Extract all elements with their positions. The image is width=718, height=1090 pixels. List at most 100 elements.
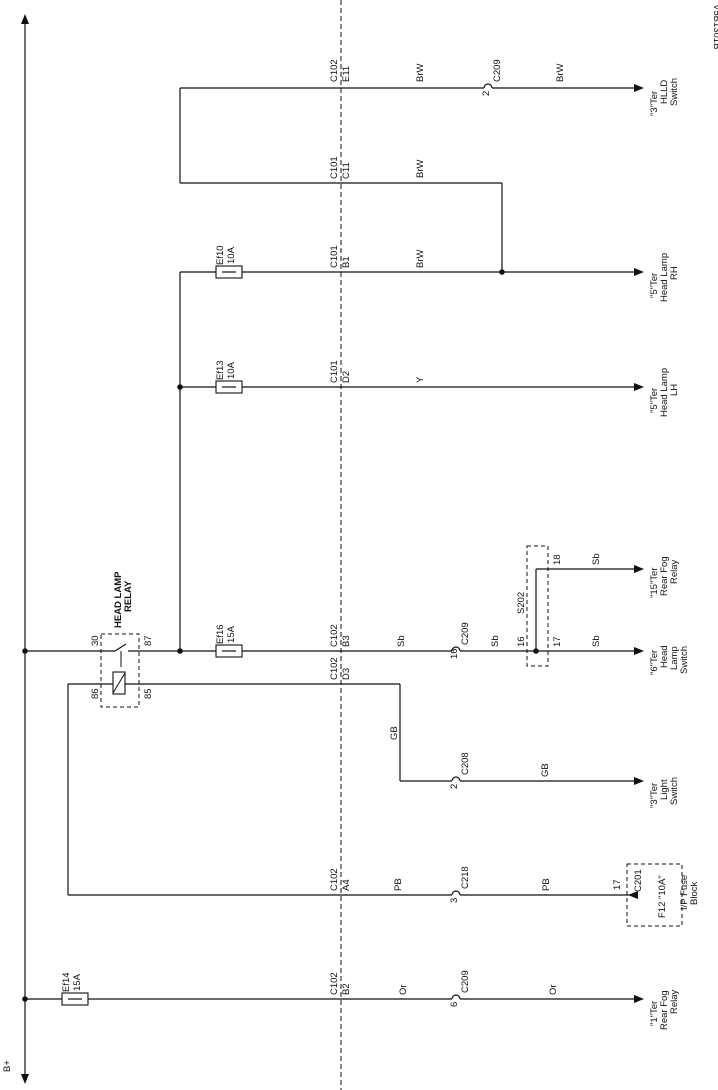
- conn-a: C102: [329, 624, 340, 647]
- circuit-rear-fog-15: 18 Sb "15"Ter Rear Fog Relay: [536, 553, 680, 598]
- splice-pin: 2: [481, 91, 492, 96]
- head-lamp-relay: HEAD LAMP RELAY 30 87 86 85: [90, 571, 154, 708]
- relay-pin-86: 86: [90, 688, 101, 699]
- dest-line2: Head Lamp: [659, 253, 670, 302]
- conn-a: C101: [329, 245, 340, 268]
- dest-line1: "3"Ter: [649, 783, 660, 808]
- dest-line2: Rear Fog: [659, 556, 670, 596]
- dest-line1: "6"Ter: [649, 650, 660, 675]
- wire-color: GB: [389, 726, 400, 740]
- wire-color-3: Sb: [591, 635, 602, 647]
- dest-line2: Head Lamp: [659, 368, 670, 417]
- wire-color-2: Sb: [490, 635, 501, 647]
- splice-conn: C209: [460, 970, 471, 993]
- circuit-hlld: C102 E11 BrW 2 C209 BrW "3"Ter HLLD Swit…: [179, 59, 680, 183]
- conn-b: E11: [341, 66, 352, 82]
- relay-pin-87: 87: [143, 635, 154, 646]
- splice-pin: 6: [449, 1002, 460, 1007]
- dest-line3: Switch: [669, 777, 680, 805]
- relay-pin-30: 30: [90, 635, 101, 646]
- relay-box: [100, 633, 140, 708]
- circuit-headlamp-switch: Ef16 15A C102 B3 Sb 16 C209 Sb S202 16 1…: [22, 545, 690, 675]
- conn-a: C102: [329, 59, 340, 82]
- conn-a: C102: [329, 868, 340, 891]
- conn-b: A4: [341, 879, 352, 891]
- relay-title-1: HEAD LAMP: [113, 571, 124, 628]
- splice-pin: 16: [449, 648, 460, 659]
- wire-color: BrW: [415, 160, 426, 179]
- s-pin-16: 16: [516, 636, 527, 647]
- circuit-headlamp-rh: Ef10 10A C101 B1 BrW "5"Ter Head Lamp RH: [179, 245, 680, 651]
- fuse-block-box: [626, 863, 683, 927]
- splice-conn: C209: [492, 59, 503, 82]
- conn-b: B3: [341, 635, 352, 647]
- dest-line2: Head: [659, 645, 670, 668]
- fuse-id: Ef14: [61, 972, 72, 992]
- wire-color: BrW: [415, 64, 426, 83]
- wire-color: Sb: [396, 635, 407, 647]
- wire-color-2: BrW: [555, 64, 566, 83]
- circuit-rear-fog-1: Ef14 15A C102 B2 Or 6 C209 Or "1"Ter Rea…: [22, 970, 680, 1030]
- dest-line1: I/P Fuse: [679, 875, 690, 910]
- splice-conn: C208: [460, 752, 471, 775]
- wire-color-2: Or: [548, 984, 559, 995]
- wire-color: Sb: [591, 553, 602, 565]
- relay-pin-85: 85: [143, 688, 154, 699]
- fuse-pin: 17: [612, 879, 623, 890]
- conn-b: D3: [341, 668, 352, 680]
- dest-line1: "5"Ter: [649, 273, 660, 298]
- dest-line1: "5"Ter: [649, 388, 660, 413]
- relay-title-2: RELAY: [123, 580, 134, 612]
- splice-pin: 2: [449, 784, 460, 789]
- dest-line1: "15"Ter: [649, 567, 660, 598]
- s-pin-18: 18: [552, 554, 563, 565]
- fuse-rating: 10A: [226, 246, 237, 264]
- conn-b: D2: [341, 371, 352, 383]
- dest-line2: HLLD: [659, 80, 670, 104]
- wire-color: BrW: [415, 250, 426, 269]
- conn-a: C102: [329, 657, 340, 680]
- fuse-conn: C201: [633, 869, 644, 892]
- wire-color: PB: [393, 878, 404, 891]
- circuit-ip-fuse: C102 A4 PB 3 C218 PB 17 C201 F12 "10A" I…: [67, 684, 700, 927]
- dest-line3: Switch: [669, 78, 680, 106]
- circuit-light-switch: 2 C208 GB "3"Ter Light Switch: [400, 752, 680, 808]
- dest-line4: Switch: [679, 646, 690, 674]
- fuse-id: Ef16: [215, 624, 226, 644]
- dest-line3: Relay: [669, 559, 680, 584]
- dest-line2: Block: [689, 882, 700, 905]
- circuit-headlamp-lh: Ef13 10A C101 D2 Y "5"Ter Head Lamp LH: [177, 360, 680, 417]
- splice-box: [526, 545, 549, 667]
- conn-a: C101: [329, 360, 340, 383]
- dest-line2: Light: [659, 779, 670, 800]
- dest-line1: "1"Ter: [649, 1001, 660, 1026]
- s-pin-17: 17: [552, 636, 563, 647]
- dest-line1: "3"Ter: [649, 91, 660, 116]
- circuit-relay-ground: C102 D3 GB: [68, 657, 401, 781]
- fuse-rating: 10A: [226, 361, 237, 379]
- conn-a: C102: [329, 972, 340, 995]
- fuse-rating: 15A: [72, 973, 83, 991]
- dest-line3: Lamp: [669, 646, 680, 670]
- dest-line2: Rear Fog: [659, 990, 670, 1030]
- splice-conn: C218: [460, 866, 471, 889]
- diagram-id: V5B1301B: [711, 4, 718, 49]
- fuse-id: Ef10: [215, 245, 226, 265]
- splice-pin: 3: [449, 898, 460, 903]
- conn-b: C11: [341, 162, 352, 179]
- fuse-rating: 15A: [226, 625, 237, 643]
- wire-color-2: PB: [541, 878, 552, 891]
- fuse-label: F12 "10A": [657, 875, 668, 918]
- dest-line3: LH: [669, 384, 680, 396]
- supply-label: B+: [2, 1060, 13, 1072]
- wire-color: Or: [398, 984, 409, 995]
- conn-b: B2: [341, 983, 352, 995]
- conn-a: C101: [329, 156, 340, 179]
- wire-color-2: GB: [540, 763, 551, 777]
- splice-id: S202: [516, 592, 527, 614]
- circuit-c11: C101 C11 BrW: [180, 156, 503, 272]
- wire-color: Y: [415, 376, 426, 383]
- dest-line3: RH: [669, 266, 680, 280]
- splice-conn: C209: [460, 622, 471, 645]
